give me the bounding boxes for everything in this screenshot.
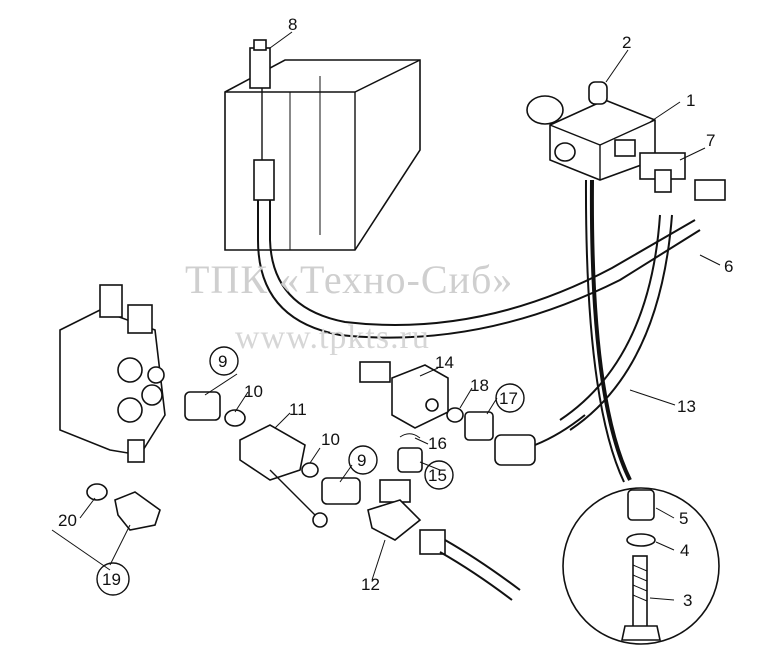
hose-13 [559, 179, 673, 483]
distributor-valve [59, 284, 166, 463]
label-4: 4 [680, 541, 689, 560]
label-9-upper: 9 [218, 352, 227, 371]
fitting-9-10-lower [301, 462, 361, 505]
watermark-url: www.tpkts.ru [235, 319, 430, 356]
leader-lines [51, 31, 721, 601]
label-1: 1 [686, 91, 695, 110]
watermark-company: ТПК «Техно-Сиб» [185, 257, 513, 302]
label-14: 14 [435, 353, 454, 372]
label-7: 7 [706, 131, 715, 150]
label-13: 13 [677, 397, 696, 416]
valve-top-right [526, 81, 656, 181]
tee-fitting-7 [639, 152, 726, 201]
label-3: 3 [683, 591, 692, 610]
label-9-lower: 9 [357, 451, 366, 470]
detail-inset [562, 487, 720, 645]
tee-fitting-12 [367, 479, 521, 601]
label-18: 18 [470, 376, 489, 395]
label-10-lower: 10 [321, 430, 340, 449]
block-14 [359, 361, 449, 429]
label-16: 16 [428, 434, 447, 453]
label-5: 5 [679, 509, 688, 528]
fitting-19-20 [86, 483, 161, 531]
label-11: 11 [289, 400, 307, 419]
label-2: 2 [622, 33, 631, 52]
label-15: 15 [428, 466, 447, 485]
valve-block-top [224, 39, 421, 251]
label-6: 6 [724, 257, 733, 276]
label-20: 20 [58, 511, 77, 530]
label-10-upper: 10 [244, 382, 263, 401]
fitting-9-10-upper [184, 391, 246, 427]
shutoff-valve-11 [239, 424, 328, 528]
fittings-15-18 [397, 407, 586, 473]
label-19: 19 [102, 570, 121, 589]
part-labels: 1 2 3 4 5 6 7 8 9 9 10 10 11 12 13 14 15… [58, 15, 733, 610]
hose-long [257, 200, 701, 339]
circled-label-outlines [96, 346, 525, 596]
label-8: 8 [288, 15, 297, 34]
label-12: 12 [361, 575, 380, 594]
label-17: 17 [499, 389, 518, 408]
